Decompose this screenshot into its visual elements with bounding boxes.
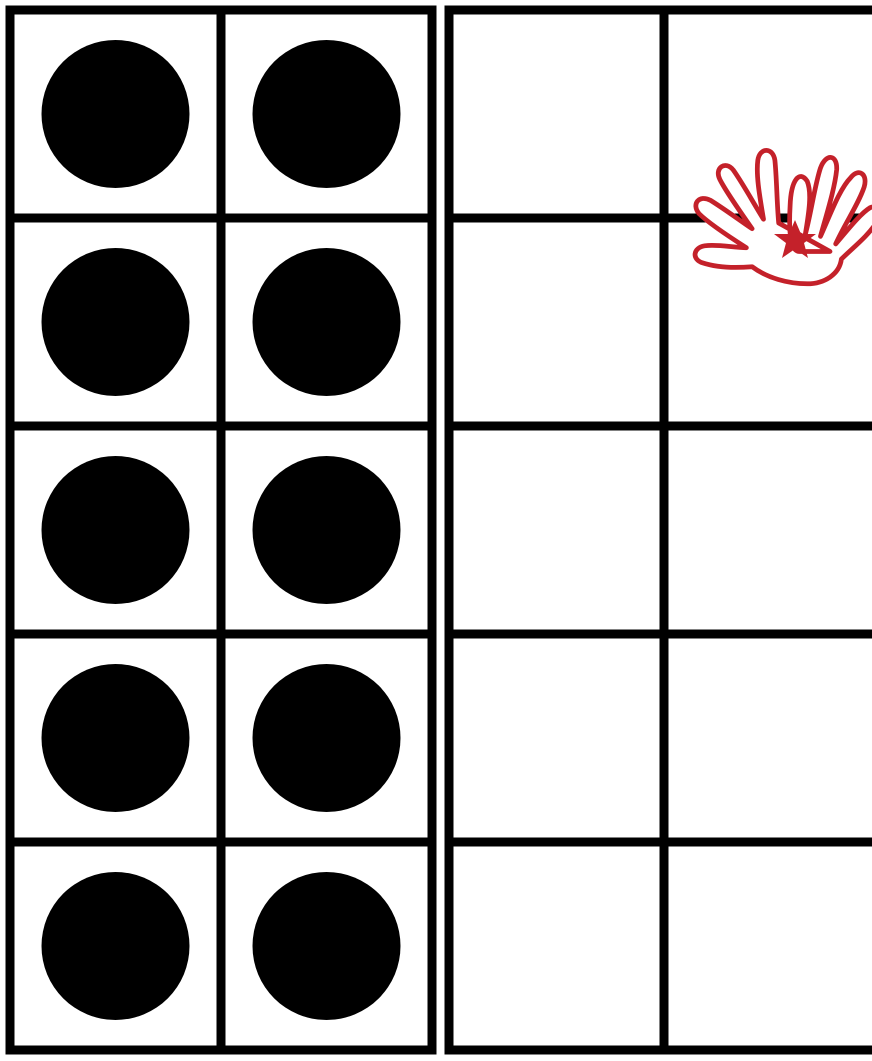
left-frame	[10, 10, 432, 1050]
frame-cell	[664, 426, 872, 634]
frame-cell	[449, 10, 664, 218]
frame-cell	[664, 634, 872, 842]
frame-cell	[449, 842, 664, 1050]
counter-dot	[42, 248, 190, 396]
counter-dot	[253, 872, 401, 1020]
counter-dot	[42, 872, 190, 1020]
frame-cell	[449, 426, 664, 634]
counter-dot	[42, 664, 190, 812]
counter-dot	[253, 248, 401, 396]
counter-dot	[253, 664, 401, 812]
frame-cell	[449, 218, 664, 426]
counter-dot	[42, 456, 190, 604]
counter-dot	[253, 456, 401, 604]
right-frame	[449, 10, 872, 1050]
frame-cell	[664, 842, 872, 1050]
counter-dot	[253, 40, 401, 188]
frame-cell	[449, 634, 664, 842]
counter-dot	[42, 40, 190, 188]
